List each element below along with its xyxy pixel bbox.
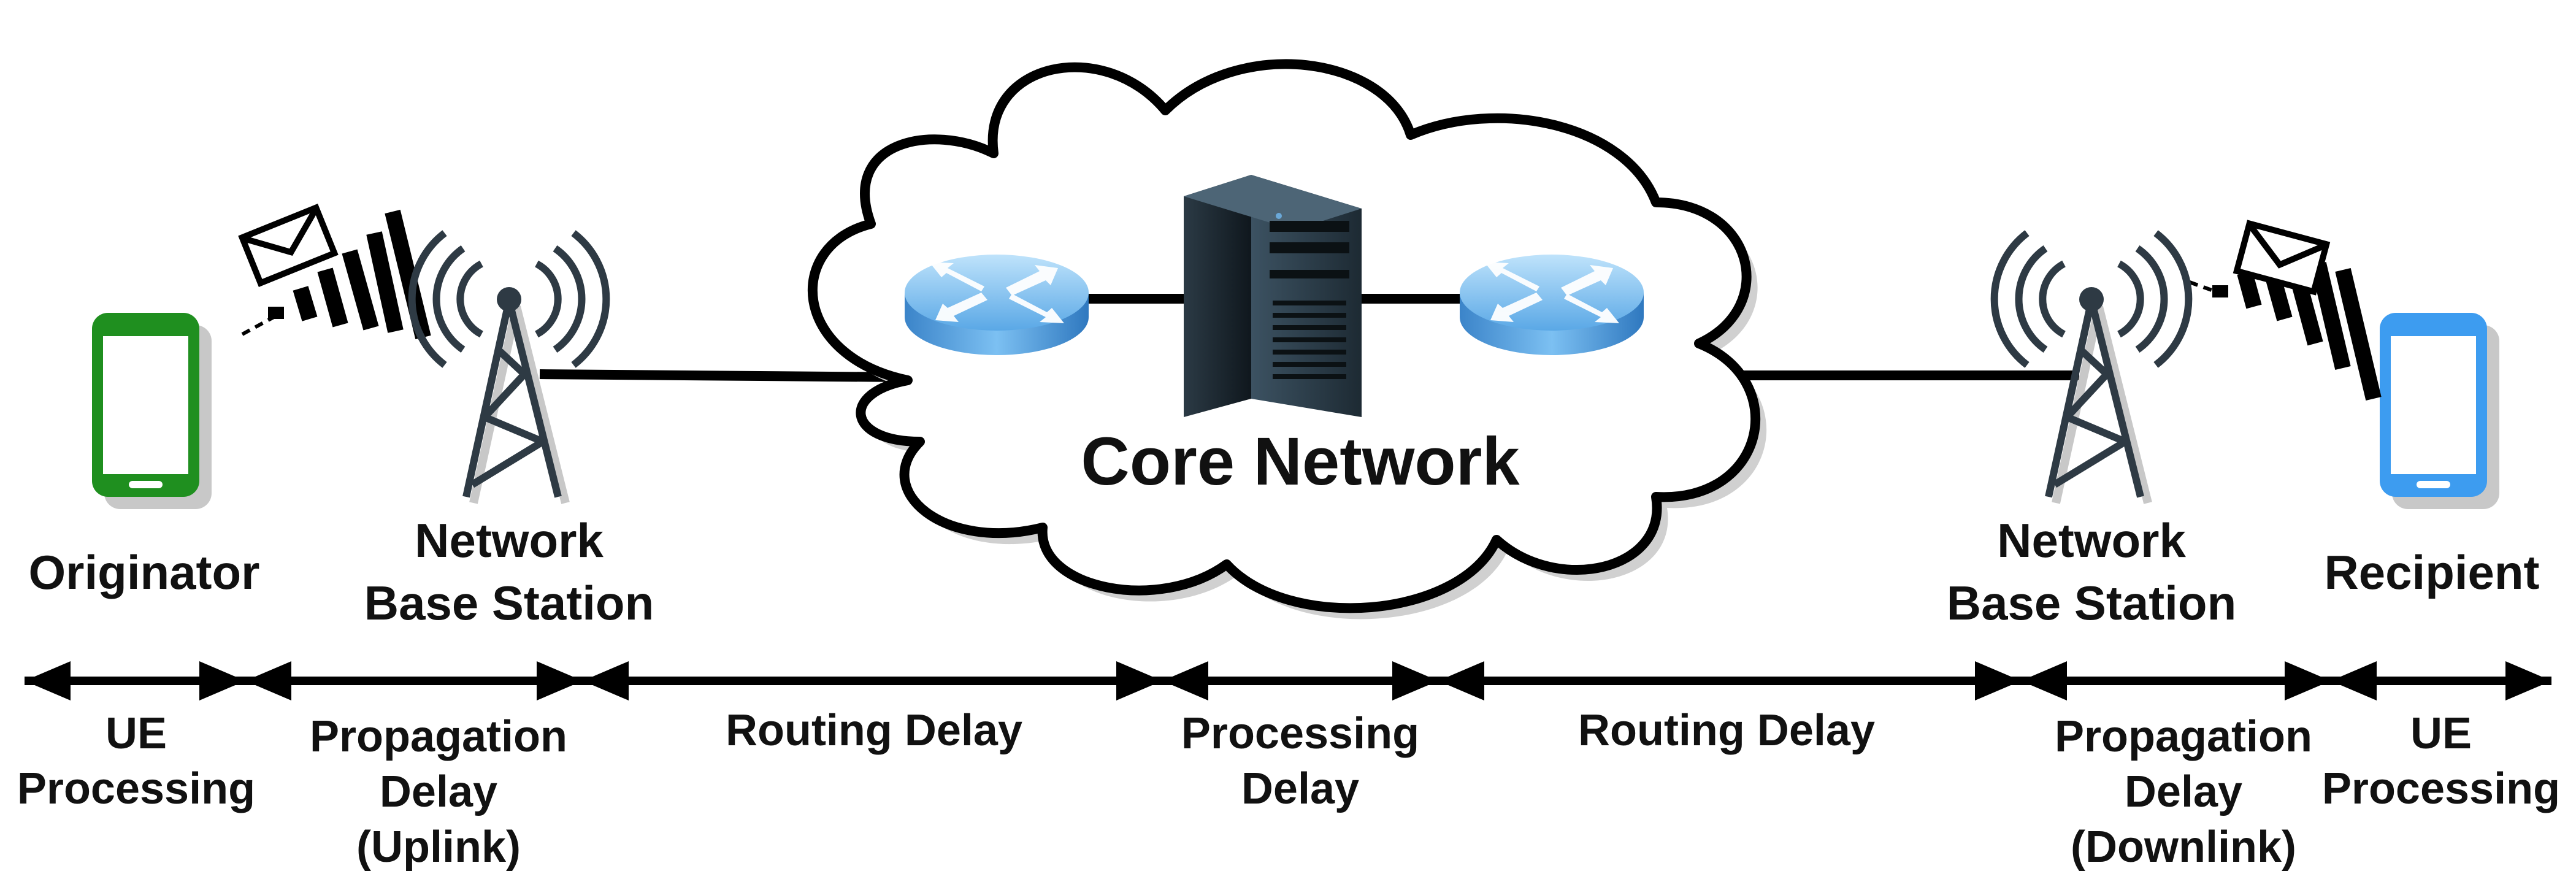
svg-text:UE: UE	[105, 709, 167, 758]
segment-routing-left: Routing Delay	[726, 706, 1022, 755]
svg-text:Delay: Delay	[2125, 767, 2242, 816]
core-network-label: Core Network	[1081, 424, 1520, 499]
svg-text:(Uplink): (Uplink)	[356, 823, 521, 871]
base-station-right-label-line1: Network	[1997, 513, 2186, 567]
recipient-label: Recipient	[2324, 545, 2539, 599]
svg-text:Propagation: Propagation	[2055, 712, 2312, 761]
router-icon	[1460, 255, 1644, 355]
svg-text:Processing: Processing	[2322, 764, 2560, 813]
smartphone-icon	[2380, 313, 2499, 509]
antenna-tower-icon	[1990, 230, 2193, 504]
svg-text:(Downlink): (Downlink)	[2071, 823, 2296, 871]
delay-timeline	[25, 661, 2551, 700]
svg-text:Routing Delay: Routing Delay	[1578, 706, 1875, 755]
segment-routing-right: Routing Delay	[1578, 706, 1875, 755]
svg-text:Delay: Delay	[380, 767, 497, 816]
segment-ue-processing-right: UE Processing	[2322, 709, 2560, 813]
originator-label: Originator	[28, 545, 259, 599]
smartphone-icon	[92, 313, 212, 509]
base-station-left-label-line2: Base Station	[364, 576, 654, 630]
segment-ue-processing-left: UE Processing	[17, 709, 255, 813]
antenna-tower-icon	[408, 230, 610, 504]
server-icon	[1184, 175, 1362, 417]
envelope-icon	[2233, 220, 2331, 296]
svg-text:UE: UE	[2410, 709, 2472, 758]
router-icon	[905, 255, 1089, 355]
segment-propagation-downlink: Propagation Delay (Downlink)	[2055, 712, 2312, 871]
svg-text:Processing: Processing	[17, 764, 255, 813]
base-station-left-label-line1: Network	[415, 513, 604, 567]
signal-burst-downlink	[2188, 220, 2382, 401]
svg-text:Delay: Delay	[1241, 764, 1359, 813]
envelope-icon	[238, 204, 339, 287]
svg-text:Routing Delay: Routing Delay	[726, 706, 1022, 755]
base-station-right-label-line2: Base Station	[1947, 576, 2236, 630]
segment-propagation-uplink: Propagation Delay (Uplink)	[310, 712, 567, 871]
signal-burst-uplink	[238, 204, 431, 340]
segment-processing-delay: Processing Delay	[1181, 709, 1419, 813]
svg-text:Propagation: Propagation	[310, 712, 567, 761]
svg-text:Processing: Processing	[1181, 709, 1419, 758]
